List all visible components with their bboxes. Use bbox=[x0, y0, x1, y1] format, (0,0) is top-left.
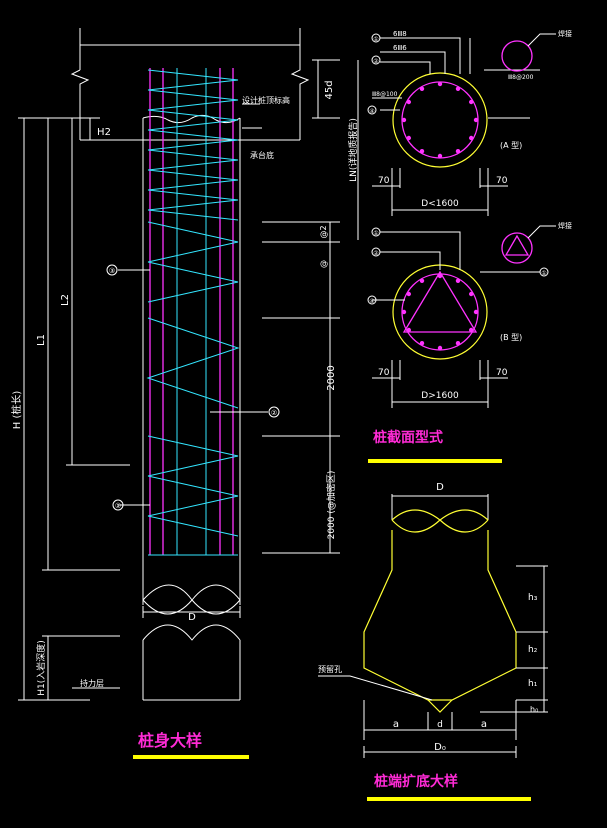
callout-1-b: ① bbox=[373, 230, 378, 237]
callout-2-body: ② bbox=[271, 409, 277, 417]
cap-bottom-label: 承台底 bbox=[250, 150, 274, 160]
rebar-dot bbox=[455, 86, 461, 92]
pile-body-title-underline bbox=[133, 755, 249, 759]
callout-1-a: ① bbox=[373, 36, 378, 43]
h1-end-label: h₁ bbox=[528, 679, 538, 689]
2000b-label: 2000 (@加密区) bbox=[325, 471, 337, 540]
rebar-dot bbox=[473, 309, 479, 315]
rebar-dot bbox=[455, 278, 461, 283]
rebar-dot bbox=[469, 99, 474, 105]
l1-label: L1 bbox=[36, 334, 47, 346]
spacing1-label: @2 bbox=[319, 225, 328, 238]
h-total-label: H (桩长) bbox=[10, 391, 23, 430]
reserved-hole-label: 预留孔 bbox=[318, 664, 342, 674]
rebar-a3-label: Ⅲ8@100 bbox=[372, 91, 398, 98]
pile-body-detail: ③ ① ② H2 设计桩顶标高 承台底 D 持力层 45d LN(详地质报告) … bbox=[10, 28, 359, 759]
rebar-dot bbox=[406, 291, 411, 297]
callout-2-b: ② bbox=[373, 250, 379, 257]
callout-1-b2: ① bbox=[541, 270, 546, 277]
rebar-dot bbox=[469, 291, 474, 297]
stiffener-a-label: 焊接 bbox=[558, 29, 572, 38]
l2-label: L2 bbox=[60, 294, 71, 306]
bearing-layer-label: 持力层 bbox=[80, 678, 104, 688]
2000-label: 2000 bbox=[326, 365, 337, 390]
ln-label: LN(详地质报告) bbox=[347, 118, 359, 182]
rebar-dot bbox=[406, 135, 411, 141]
h2-label: H2 bbox=[97, 127, 111, 138]
pile-body-title: 桩身大样 bbox=[138, 731, 202, 750]
45d-label: 45d bbox=[324, 80, 335, 99]
d-large-label: D>1600 bbox=[421, 391, 459, 401]
rebar-dot bbox=[419, 86, 425, 92]
section-types-title: 桩截面型式 bbox=[373, 429, 443, 446]
spacing2-label: @ bbox=[319, 260, 328, 268]
pile-diameter-label: D bbox=[188, 612, 196, 623]
section-type-a: ① ② ④ 6Ⅲ8 6Ⅲ6 Ⅲ8@100 Ⅲ8@200 焊接 (A 型) 70 … bbox=[367, 29, 572, 216]
callout-3-body: ③ bbox=[109, 267, 115, 275]
rebar-dot bbox=[406, 99, 411, 105]
rebar-a2-label: 6Ⅲ6 bbox=[393, 44, 407, 52]
stiffener-b-label: 焊接 bbox=[558, 221, 572, 230]
small-d-label: d bbox=[437, 720, 443, 730]
callout-4-a: ④ bbox=[369, 108, 374, 115]
rebar-dot bbox=[419, 278, 425, 283]
rebar-dot bbox=[437, 81, 443, 87]
d70-b-right: 70 bbox=[496, 368, 508, 378]
section-type-b: ① ② ④ ① 焊接 (B 型) 70 70 D>1600 桩截面型式 bbox=[367, 221, 572, 463]
rebar-dot bbox=[437, 273, 443, 279]
d70-a-right: 70 bbox=[496, 176, 508, 186]
rebar-dot bbox=[473, 117, 479, 123]
h3-label: h₃ bbox=[528, 593, 538, 603]
rebar-dot bbox=[437, 345, 443, 351]
design-top-label: 设计桩顶标高 bbox=[242, 95, 290, 105]
callout-2-a: ② bbox=[373, 58, 379, 65]
rebar-dot bbox=[455, 149, 461, 154]
pile-end-title: 桩端扩底大样 bbox=[374, 773, 458, 790]
d0-label: D₀ bbox=[434, 742, 446, 753]
h1-label: H1(入岩深度) bbox=[35, 640, 47, 696]
d70-a-left: 70 bbox=[378, 176, 390, 186]
rebar-dot bbox=[419, 149, 425, 154]
callout-4-b: ④ bbox=[369, 298, 374, 305]
d70-b-left: 70 bbox=[378, 368, 390, 378]
pile-end-title-underline bbox=[367, 797, 531, 801]
a-right-label: a bbox=[481, 719, 487, 730]
h2-end-label: h₂ bbox=[528, 645, 538, 655]
section-title-underline bbox=[368, 459, 502, 463]
pile-end-detail: D h₃ h₂ h₁ h₀ 预留孔 a d a D₀ 桩端扩底大样 bbox=[318, 482, 548, 801]
rebar-dot bbox=[437, 153, 443, 159]
end-d-top-label: D bbox=[436, 482, 444, 493]
a-left-label: a bbox=[393, 719, 399, 730]
rebar-dot bbox=[469, 135, 474, 141]
type-b-label: (B 型) bbox=[500, 333, 522, 342]
rebar-a4-label: Ⅲ8@200 bbox=[508, 74, 534, 81]
h0-label: h₀ bbox=[530, 705, 538, 714]
rebar-dot bbox=[406, 327, 411, 333]
rebar-dot bbox=[455, 341, 461, 346]
rebar-dot bbox=[419, 341, 425, 346]
type-a-label: (A 型) bbox=[500, 141, 522, 150]
callout-1-body: ① bbox=[115, 502, 121, 510]
rebar-dot bbox=[401, 117, 407, 123]
rebar-dot bbox=[469, 327, 474, 333]
rebar-dot bbox=[401, 309, 407, 315]
rebar-a1-label: 6Ⅲ8 bbox=[393, 30, 407, 38]
d-small-label: D<1600 bbox=[421, 199, 459, 209]
